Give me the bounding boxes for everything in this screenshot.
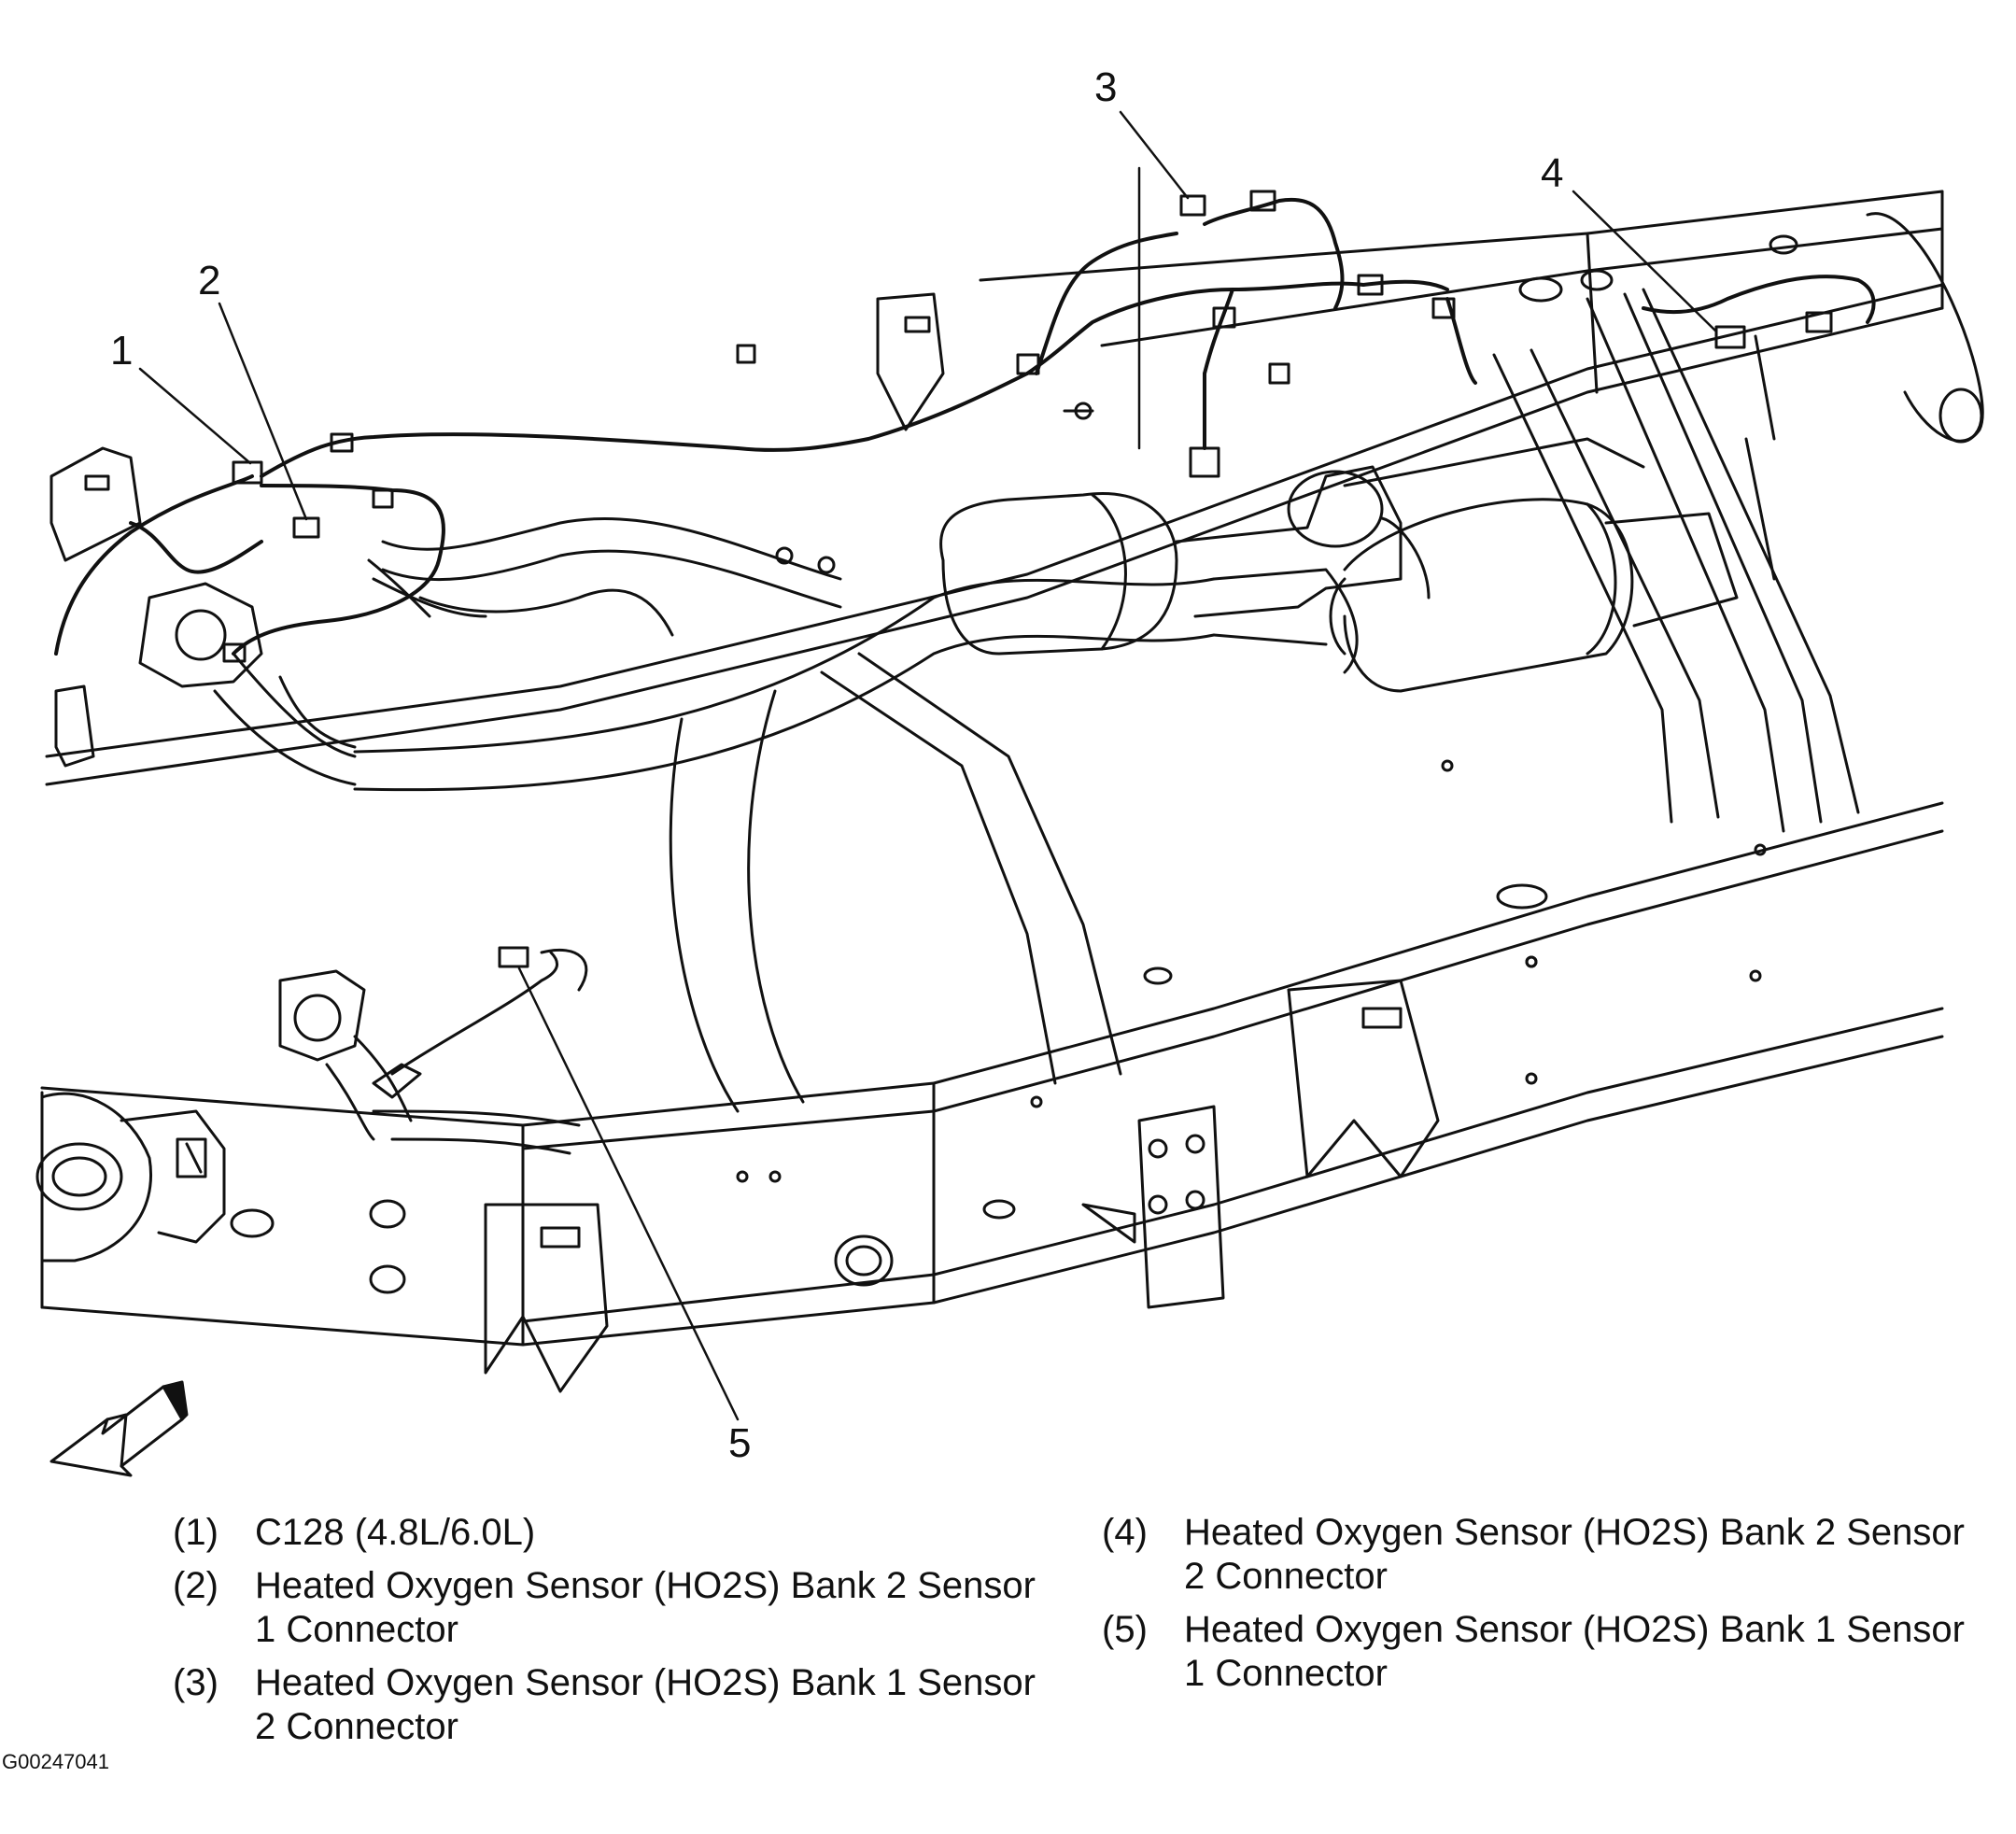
leader-line-5: [517, 966, 740, 1421]
legend-text: Heated Oxygen Sensor (HO2S) Bank 1 Senso…: [255, 1662, 1036, 1747]
leader-line-2: [218, 302, 308, 521]
rear-exhaust-pipe: [138, 568, 1359, 792]
connectors: [222, 190, 1833, 968]
leader-line-1: [138, 367, 252, 465]
legend-text: Heated Oxygen Sensor (HO2S) Bank 1 Senso…: [1184, 1609, 1965, 1694]
upper-left-bracket: [49, 292, 945, 768]
leader-line-4: [1572, 190, 1718, 333]
callout-2: 2: [198, 258, 220, 303]
callout-4: 4: [1541, 150, 1563, 196]
upper-frame-rail: [45, 190, 1984, 786]
legend-item-3: (3) Heated Oxygen Sensor (HO2S) Bank 1 S…: [173, 1661, 1041, 1749]
callout-5: 5: [728, 1420, 751, 1466]
legend-key: (2): [173, 1565, 219, 1606]
legend-item-2: (2) Heated Oxygen Sensor (HO2S) Bank 2 S…: [173, 1564, 1041, 1652]
callout-3: 3: [1094, 64, 1117, 110]
legend-left-column: (1) C128 (4.8L/6.0L) (2) Heated Oxygen S…: [173, 1511, 1041, 1758]
legend-item-1: (1) C128 (4.8L/6.0L): [173, 1511, 1041, 1555]
legend-key: (3): [173, 1662, 219, 1703]
legend-text: C128 (4.8L/6.0L): [255, 1512, 536, 1553]
connector-ho2s-b2s1: [292, 516, 320, 539]
callout-numbers: 1 2 3 4 5: [110, 64, 1563, 1466]
front-exhaust-manifold: [278, 948, 588, 1155]
legend-key: (1): [173, 1512, 219, 1553]
legend-item-5: (5) Heated Oxygen Sensor (HO2S) Bank 1 S…: [1102, 1608, 1970, 1696]
connector-ho2s-b1s2: [1189, 446, 1220, 478]
leader-lines: [138, 110, 1718, 1421]
legend-text: Heated Oxygen Sensor (HO2S) Bank 2 Senso…: [255, 1565, 1036, 1650]
legend-key: (4): [1102, 1512, 1148, 1553]
legend-right-column: (4) Heated Oxygen Sensor (HO2S) Bank 2 S…: [1102, 1511, 1970, 1705]
callout-1: 1: [110, 328, 133, 374]
crossover-pipe: [367, 516, 842, 637]
legend-item-4: (4) Heated Oxygen Sensor (HO2S) Bank 2 S…: [1102, 1511, 1970, 1599]
legend-key: (5): [1102, 1609, 1148, 1650]
leader-line-3a: [1119, 110, 1190, 200]
wiring-harness: [54, 197, 1876, 656]
connector-ho2s-b2s2: [1714, 325, 1746, 349]
lower-frame-rail: [40, 759, 1944, 1393]
connector-ho2s-b1s1: [498, 946, 529, 968]
cross-members: [669, 288, 1860, 1113]
figure-id: G00247041: [2, 1750, 109, 1773]
catalytic-converters: [939, 437, 1739, 693]
engine-mount: [35, 1092, 226, 1263]
legend-text: Heated Oxygen Sensor (HO2S) Bank 2 Senso…: [1184, 1512, 1965, 1597]
front-direction-arrow-icon: [49, 1380, 189, 1477]
